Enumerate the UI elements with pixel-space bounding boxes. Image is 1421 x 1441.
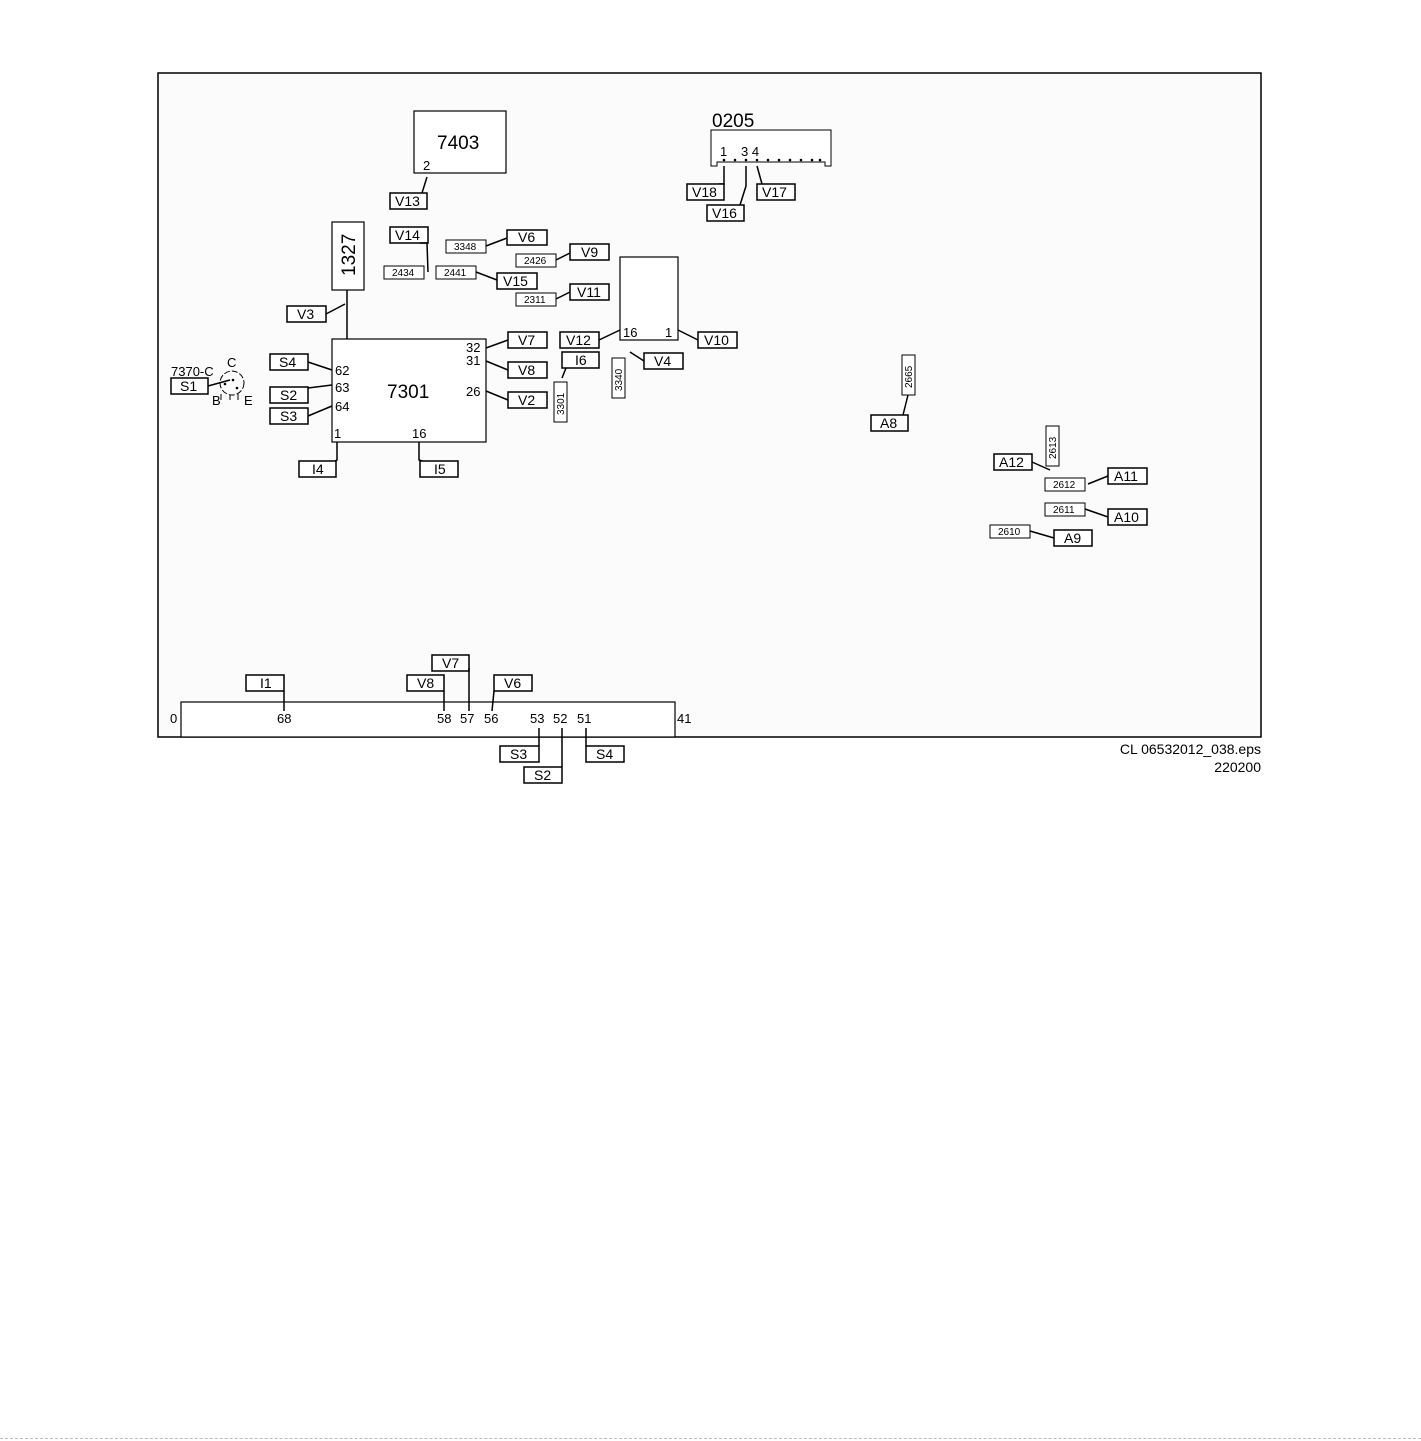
svg-text:I1: I1 bbox=[260, 675, 272, 691]
resistor-3340: 3340 bbox=[612, 358, 625, 398]
svg-text:V13: V13 bbox=[395, 193, 420, 209]
svg-text:V15: V15 bbox=[503, 273, 528, 289]
footer-code: 220200 bbox=[1214, 759, 1261, 775]
svg-text:V6: V6 bbox=[518, 229, 535, 245]
svg-text:S2: S2 bbox=[280, 387, 297, 403]
svg-text:2426: 2426 bbox=[524, 256, 547, 267]
svg-text:1: 1 bbox=[665, 325, 672, 340]
svg-text:31: 31 bbox=[466, 353, 480, 368]
svg-text:V17: V17 bbox=[762, 184, 787, 200]
svg-text:V6: V6 bbox=[504, 675, 521, 691]
svg-text:V7: V7 bbox=[442, 655, 459, 671]
svg-text:S1: S1 bbox=[180, 378, 197, 394]
resistor-2426: 2426 bbox=[516, 254, 556, 267]
resistor-2665: 2665 bbox=[902, 355, 915, 395]
svg-text:V4: V4 bbox=[654, 353, 671, 369]
svg-text:A8: A8 bbox=[880, 415, 897, 431]
svg-text:V12: V12 bbox=[566, 332, 591, 348]
svg-text:2613: 2613 bbox=[1048, 436, 1059, 459]
svg-text:V7: V7 bbox=[518, 332, 535, 348]
ic-7301: 7301 62 63 64 32 31 26 1 16 bbox=[332, 339, 486, 442]
svg-text:2311: 2311 bbox=[524, 295, 546, 306]
svg-text:57: 57 bbox=[460, 711, 474, 726]
svg-text:I5: I5 bbox=[434, 461, 446, 477]
resistor-2441: 2441 bbox=[436, 266, 476, 279]
svg-text:A10: A10 bbox=[1114, 509, 1139, 525]
svg-text:A11: A11 bbox=[1114, 468, 1138, 484]
resistor-3301: 3301 bbox=[554, 382, 567, 422]
svg-text:V8: V8 bbox=[417, 675, 434, 691]
svg-text:62: 62 bbox=[335, 363, 349, 378]
resistor-2611: 2611 bbox=[1045, 503, 1085, 516]
svg-text:58: 58 bbox=[437, 711, 451, 726]
svg-text:B: B bbox=[212, 393, 221, 408]
svg-text:2610: 2610 bbox=[998, 527, 1021, 538]
svg-text:0: 0 bbox=[170, 711, 177, 726]
ic-7403: 7403 2 bbox=[414, 111, 506, 173]
component-1327-label: 1327 bbox=[339, 234, 360, 276]
resistor-2613: 2613 bbox=[1046, 426, 1059, 466]
svg-text:V11: V11 bbox=[577, 284, 601, 300]
svg-text:41: 41 bbox=[677, 711, 691, 726]
svg-text:52: 52 bbox=[553, 711, 567, 726]
resistor-2610: 2610 bbox=[990, 525, 1030, 538]
svg-text:I4: I4 bbox=[312, 461, 324, 477]
resistor-2612: 2612 bbox=[1045, 478, 1085, 491]
svg-text:2441: 2441 bbox=[444, 268, 467, 279]
svg-text:V18: V18 bbox=[692, 184, 717, 200]
svg-text:1: 1 bbox=[720, 144, 727, 159]
resistor-2434: 2434 bbox=[384, 266, 424, 279]
svg-text:V14: V14 bbox=[395, 227, 420, 243]
svg-text:26: 26 bbox=[466, 384, 480, 399]
page-edge-line bbox=[0, 1438, 1421, 1439]
svg-text:A9: A9 bbox=[1064, 530, 1081, 546]
svg-text:51: 51 bbox=[577, 711, 591, 726]
svg-text:A12: A12 bbox=[999, 454, 1024, 470]
resistor-2311: 2311 bbox=[516, 293, 556, 306]
svg-text:V3: V3 bbox=[297, 306, 314, 322]
svg-text:V16: V16 bbox=[712, 205, 737, 221]
svg-text:3348: 3348 bbox=[454, 242, 477, 253]
transistor-label: 7370-C bbox=[171, 364, 214, 379]
footer-filename: CL 06532012_038.eps bbox=[1120, 741, 1261, 757]
ic-7301-label: 7301 bbox=[387, 382, 429, 403]
svg-text:2612: 2612 bbox=[1053, 480, 1076, 491]
svg-text:3301: 3301 bbox=[556, 392, 567, 415]
svg-text:E: E bbox=[244, 393, 253, 408]
svg-text:V10: V10 bbox=[704, 332, 729, 348]
svg-text:2611: 2611 bbox=[1053, 505, 1075, 516]
svg-text:2665: 2665 bbox=[904, 365, 915, 388]
svg-text:V8: V8 bbox=[518, 362, 535, 378]
svg-text:C: C bbox=[227, 355, 236, 370]
svg-text:I6: I6 bbox=[575, 352, 587, 368]
svg-text:S4: S4 bbox=[279, 354, 296, 370]
svg-text:V9: V9 bbox=[581, 244, 598, 260]
svg-text:64: 64 bbox=[335, 399, 349, 414]
svg-text:S3: S3 bbox=[510, 746, 527, 762]
svg-text:S2: S2 bbox=[534, 767, 551, 783]
svg-text:68: 68 bbox=[277, 711, 291, 726]
svg-text:56: 56 bbox=[484, 711, 498, 726]
ic-7403-label: 7403 bbox=[437, 133, 479, 154]
edge-connector: 0 68 58 57 56 53 52 51 41 bbox=[170, 702, 691, 737]
ic-right: 16 1 bbox=[620, 257, 678, 340]
svg-text:63: 63 bbox=[335, 380, 349, 395]
svg-text:2434: 2434 bbox=[392, 268, 415, 279]
svg-text:16: 16 bbox=[412, 426, 426, 441]
board-outline bbox=[158, 73, 1261, 737]
svg-text:16: 16 bbox=[623, 325, 637, 340]
svg-text:3340: 3340 bbox=[614, 368, 625, 391]
svg-text:S3: S3 bbox=[280, 408, 297, 424]
svg-text:S4: S4 bbox=[596, 746, 613, 762]
svg-text:1: 1 bbox=[334, 426, 341, 441]
connector-0205-label: 0205 bbox=[712, 111, 754, 132]
svg-text:3 4: 3 4 bbox=[741, 144, 759, 159]
resistor-3348: 3348 bbox=[446, 240, 486, 253]
svg-text:V2: V2 bbox=[518, 392, 535, 408]
ic-7403-pin-2: 2 bbox=[423, 158, 430, 173]
svg-text:53: 53 bbox=[530, 711, 544, 726]
